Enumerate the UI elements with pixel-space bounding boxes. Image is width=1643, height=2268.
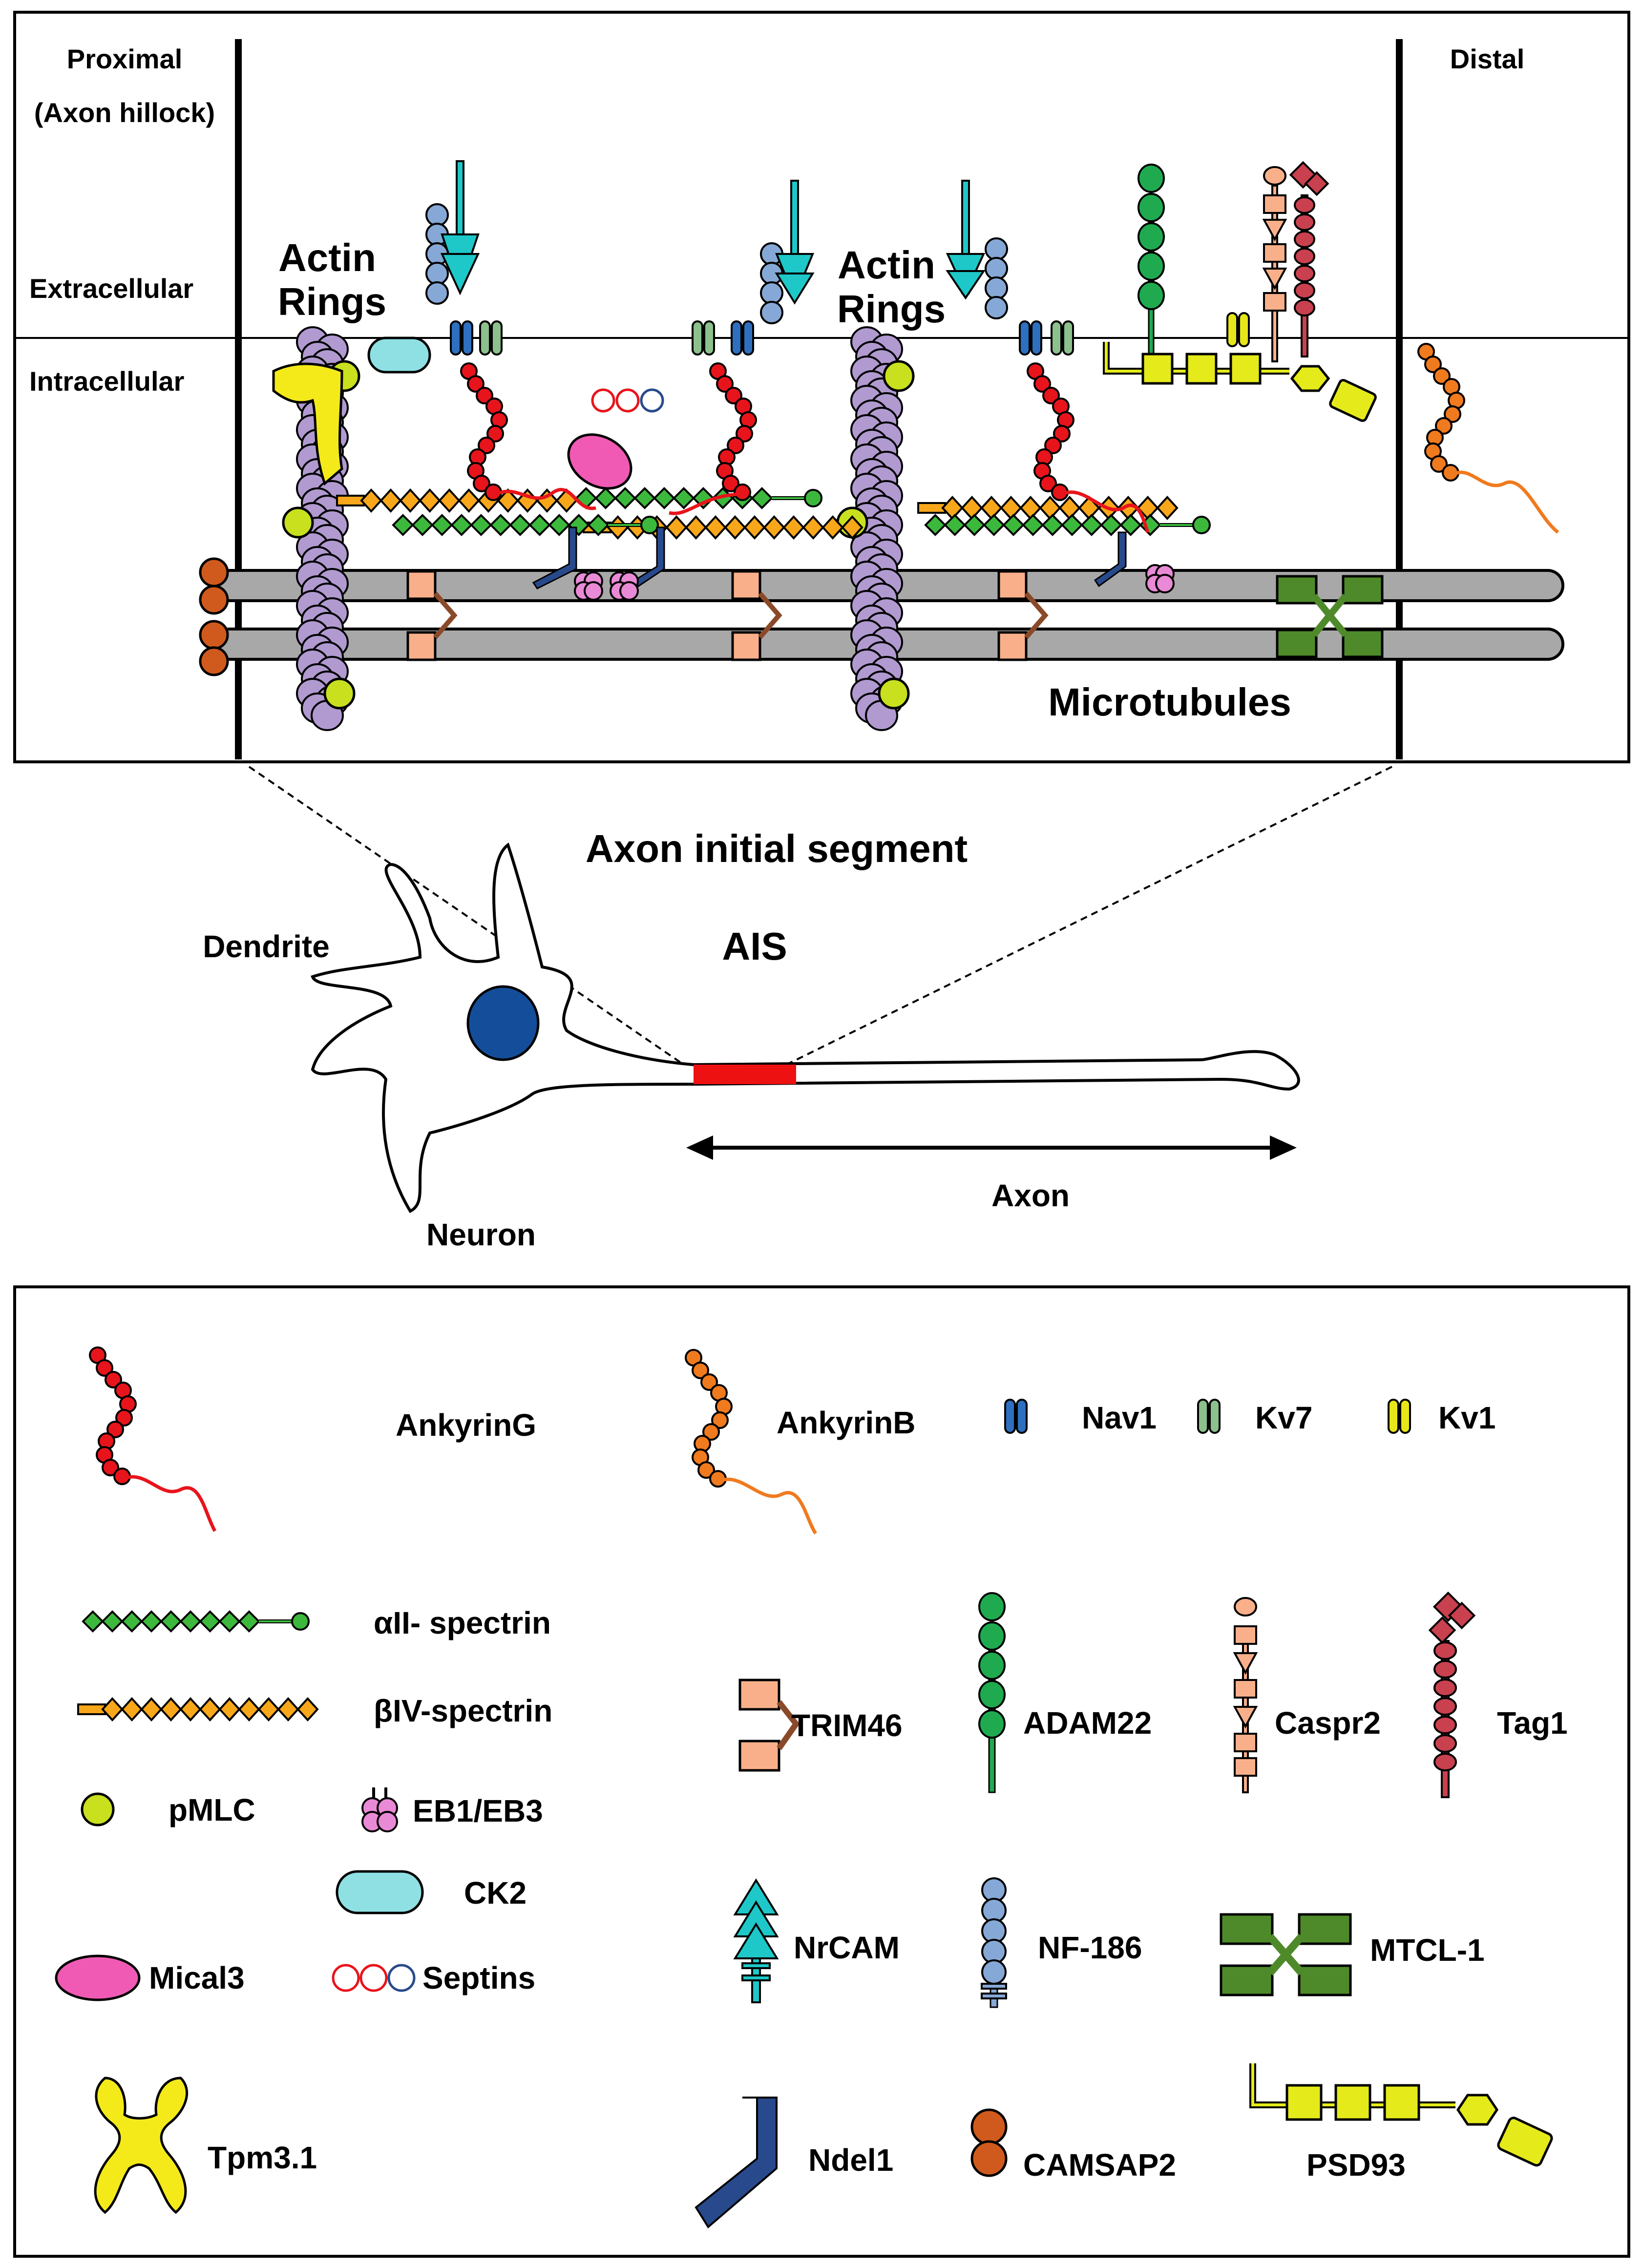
trim46-crosslinks: [406, 570, 1049, 661]
zoom-line-left: [248, 766, 685, 1066]
legend-trim46-icon: [738, 1679, 800, 1772]
actin-rings-mid-label-2: Rings: [837, 287, 946, 331]
legend-trim46: TRIM46: [791, 1708, 903, 1743]
legend-camsap2-icon: [970, 2108, 1008, 2177]
pmlc-marker: [323, 677, 356, 710]
alpha-ii-spectrin-chains: [392, 487, 1211, 536]
psd93-top: [1103, 342, 1377, 422]
intracellular-label: Intracellular: [29, 366, 184, 397]
beta-iv-spectrin-chains: [336, 488, 1179, 540]
legend-alpha-spectrin-icon: [82, 1610, 310, 1633]
legend-mtcl1: MTCL-1: [1370, 1932, 1485, 1968]
tag1-top: [1289, 161, 1329, 357]
legend-ankyrin-b-tail: [719, 1477, 817, 1534]
actin-rings-left-label-2: Rings: [278, 280, 386, 323]
proximal-label: Proximal: [67, 43, 183, 74]
neuron-label: Neuron: [426, 1217, 536, 1252]
legend-caspr2-icon: [1233, 1597, 1258, 1793]
legend-ankyrin-b: AnkyrinB: [777, 1405, 916, 1440]
nrcam-top: [440, 160, 986, 305]
legend-kv7: Kv7: [1255, 1400, 1312, 1435]
distal-label: Distal: [1450, 43, 1525, 74]
nf186-top: [425, 203, 1008, 324]
adam22-top: [1137, 164, 1165, 357]
dendrite-label: Dendrite: [203, 929, 330, 964]
legend-adam22-icon: [978, 1592, 1006, 1793]
legend-ndel1: Ndel1: [808, 2142, 893, 2178]
axon-arrow-head-left: [686, 1135, 713, 1160]
ais-label: AIS: [722, 924, 787, 968]
legend-kv1: Kv1: [1438, 1400, 1496, 1435]
legend-tag1: Tag1: [1497, 1705, 1568, 1741]
legend-adam22: ADAM22: [1023, 1705, 1152, 1741]
legend-eb1-eb3: EB1/EB3: [413, 1793, 543, 1828]
legend-ndel1-icon: [695, 2097, 778, 2229]
legend-beta-spectrin-icon: [77, 1697, 319, 1722]
actin-rings-left-label-1: Actin: [278, 236, 376, 279]
legend-beta-spectrin: βIV-spectrin: [374, 1693, 552, 1728]
neuron-outline: [311, 842, 1300, 1213]
extracellular-label: Extracellular: [29, 273, 193, 304]
camsap2-caps: [199, 557, 229, 676]
legend-nf186-icon: [981, 1877, 1007, 2008]
legend-pmlc-icon: [81, 1792, 115, 1827]
legend-caspr2: Caspr2: [1275, 1705, 1381, 1741]
legend-nav1: Nav1: [1082, 1400, 1157, 1435]
microtubules-label: Microtubules: [1048, 680, 1291, 724]
legend-tpm31: Tpm3.1: [208, 2140, 317, 2175]
pmlc-marker: [878, 677, 910, 710]
legend-ankyrin-g-tail: [124, 1475, 217, 1532]
axon-arrow-head-right: [1270, 1135, 1297, 1160]
mtcl1-crosslink: [1276, 575, 1384, 658]
legend-nrcam: NrCAM: [794, 1930, 900, 1965]
ankyrin-b-tail-top: [1452, 470, 1559, 534]
legend-ck2-icon: [336, 1870, 424, 1914]
septins-top: [591, 388, 664, 413]
axon-label: Axon: [991, 1178, 1070, 1213]
ck2-on-membrane: [367, 336, 431, 374]
eb1-eb3-top: [574, 564, 1175, 601]
legend-mical3-icon: [55, 1954, 141, 2001]
ais-title: Axon initial segment: [586, 827, 968, 870]
legend-psd93: PSD93: [1306, 2147, 1406, 2183]
zoom-line-right: [786, 766, 1392, 1066]
legend-alpha-spectrin: αII- spectrin: [374, 1605, 551, 1640]
legend-nf186: NF-186: [1038, 1930, 1142, 1965]
axon-hillock-label: (Axon hillock): [34, 97, 215, 128]
legend-ankyrin-g: AnkyrinG: [396, 1407, 536, 1443]
pmlc-marker: [282, 506, 314, 539]
legend-septins-icon: [332, 1964, 416, 1992]
legend-tag1-icon: [1428, 1591, 1476, 1798]
legend-tpm31-icon: [94, 2077, 189, 2214]
legend-mical3: Mical3: [149, 1960, 245, 1995]
nucleus: [466, 985, 540, 1061]
legend-pmlc: pMLC: [169, 1792, 255, 1827]
legend-mtcl1-icon: [1220, 1913, 1352, 1996]
legend-ck2: CK2: [464, 1875, 527, 1911]
legend-septins: Septins: [422, 1960, 535, 1995]
ais-segment: [694, 1065, 796, 1084]
legend-nrcam-icon: [733, 1878, 779, 2003]
legend-eb-icon: [361, 1787, 398, 1832]
mical3-top: [567, 433, 632, 490]
caspr2-top: [1262, 166, 1287, 362]
legend-camsap2: CAMSAP2: [1023, 2147, 1176, 2183]
actin-ring-mid: [836, 326, 915, 731]
pmlc-marker: [883, 360, 915, 392]
ankyrin-g-tails: [495, 488, 1150, 533]
actin-rings-mid-label-1: Actin: [838, 243, 935, 287]
legend-psd93-icon: [1249, 2063, 1553, 2167]
tpm31-on-actin: [272, 362, 343, 486]
